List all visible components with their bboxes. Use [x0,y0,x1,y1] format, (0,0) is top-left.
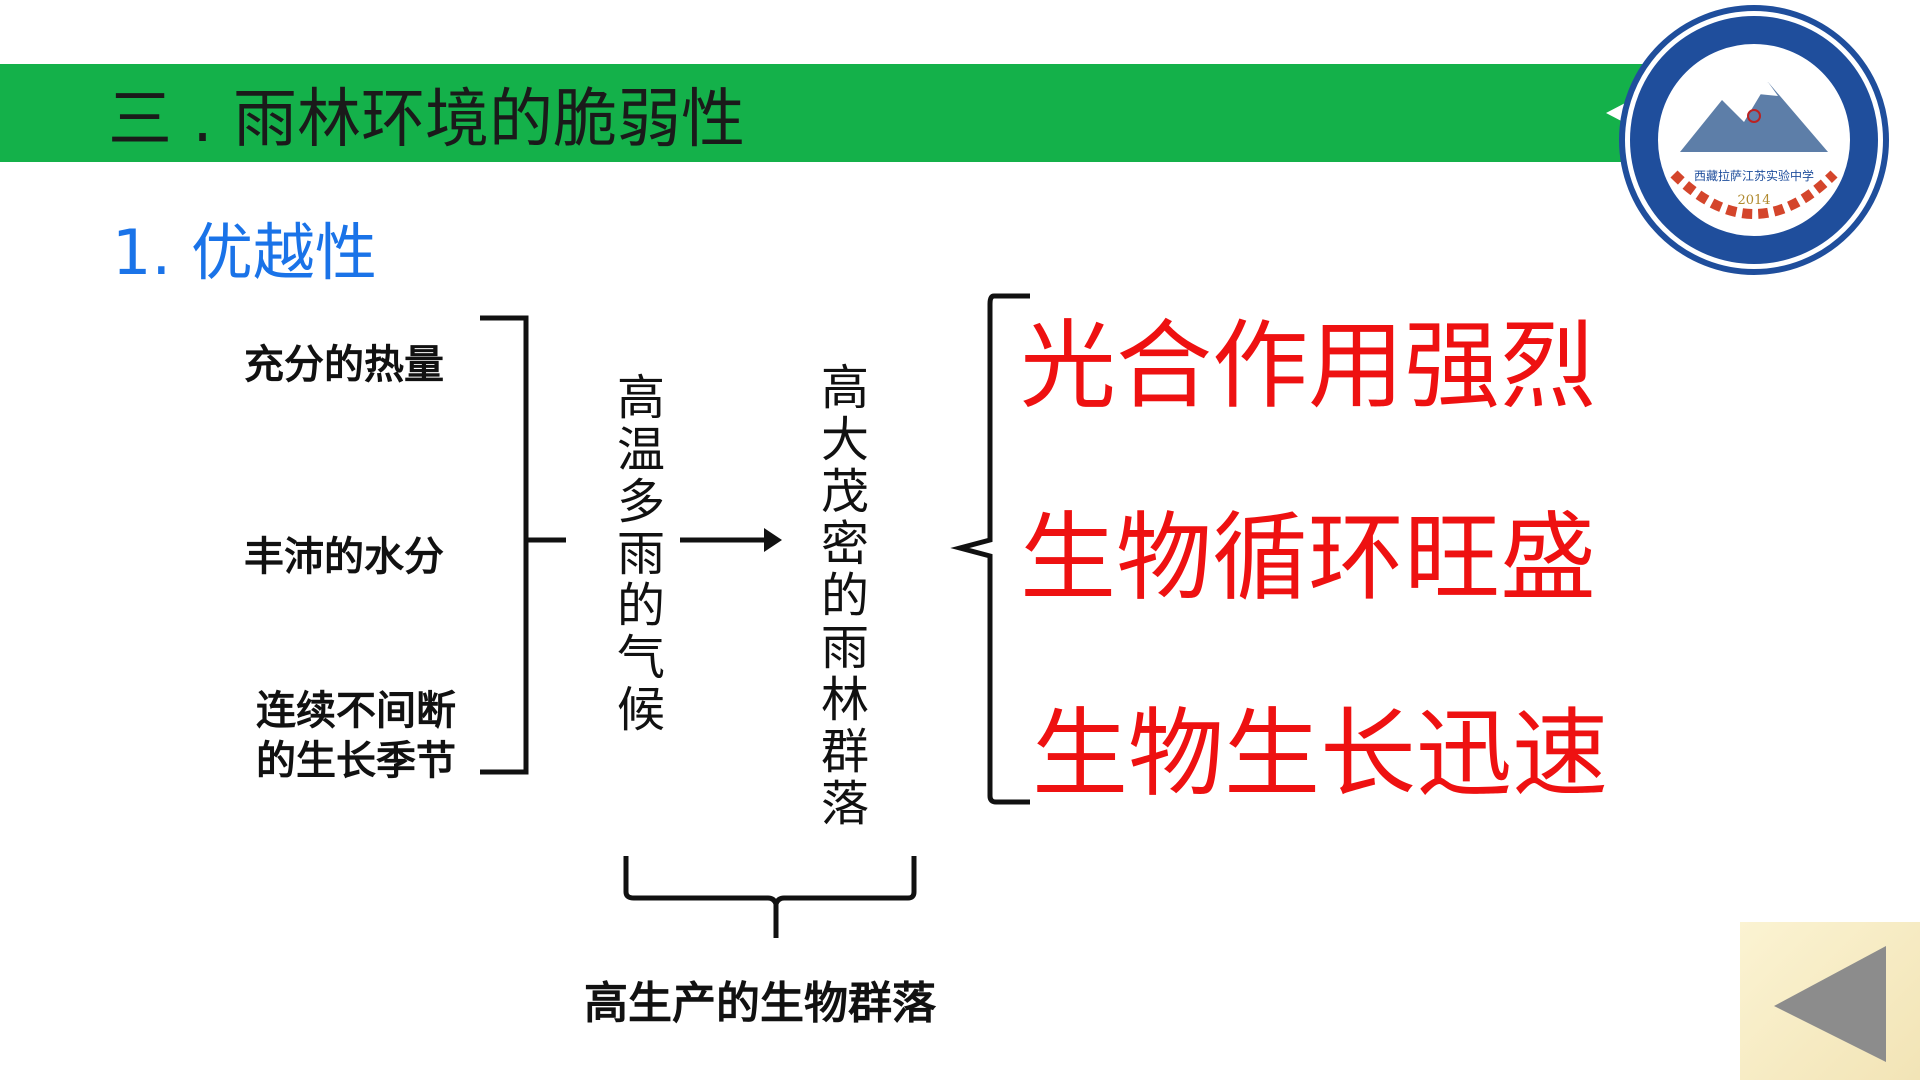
page-title: 三 . 雨林环境的脆弱性 [108,83,746,157]
back-button[interactable] [1740,922,1920,1080]
forest-label: 高大茂密的雨林群落 [812,362,868,830]
logo-school-name: 西藏拉萨江苏实验中学 [1694,168,1814,183]
bottom-label: 高生产的生物群落 [584,978,936,1029]
left-brace [480,315,566,775]
factor-heat: 充分的热量 [244,342,444,388]
triangle-left-icon [1774,946,1886,1062]
factor-water: 丰沛的水分 [244,534,444,580]
right-brace [950,293,1030,805]
bottom-brace [623,856,917,938]
logo-year: 2014 [1737,193,1770,208]
result-growth: 生物生长迅速 [1032,698,1608,810]
result-bio-cycle: 生物循环旺盛 [1020,502,1596,614]
result-photosynthesis: 光合作用强烈 [1020,310,1596,422]
school-logo: 西藏拉萨江苏实验中学 2014 [1619,5,1889,275]
wreath-icon [1670,170,1838,219]
factor-growing-season: 连续不间断 的生长季节 [256,688,456,784]
section-heading: 1. 优越性 [112,216,377,289]
mountain-icon [1680,82,1828,152]
header-band [0,64,1700,162]
arrow-head [764,528,782,552]
climate-label: 高温多雨的气候 [608,372,664,736]
